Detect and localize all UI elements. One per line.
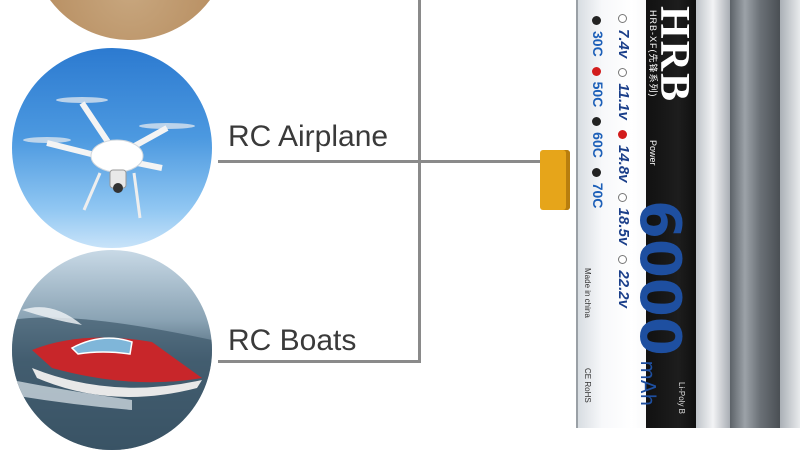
dot-icon	[618, 14, 628, 23]
battery-connector-line	[418, 160, 542, 163]
rc-boats-label: RC Boats	[228, 324, 357, 357]
battery-side-edge	[780, 0, 800, 428]
made-in-text: Made in china	[583, 268, 592, 318]
c-rating-list: 30C 50C 60C 70C	[590, 10, 606, 208]
boat-icon	[12, 307, 212, 450]
dot-icon	[592, 167, 602, 177]
battery-brand-panel: HRB HRB-XF(先锋系列) Power	[646, 0, 700, 428]
capacity-value: 6000	[627, 200, 692, 356]
c-rating: 70C	[590, 182, 606, 209]
dot-icon	[592, 117, 602, 127]
drone-icon	[23, 97, 195, 219]
xt-connector	[540, 150, 570, 210]
c-rating: 30C	[590, 31, 606, 57]
battery-image: 30C 50C 60C 70C Made in china CE RoHS 7.…	[540, 0, 800, 428]
power-text: Power	[648, 140, 658, 166]
battery-side-shadow	[730, 0, 780, 428]
voltage: 11.1v	[615, 83, 632, 120]
rc-car-image	[30, 0, 230, 40]
c-rating: 50C	[590, 81, 606, 108]
boats-connector-line	[218, 360, 420, 363]
selected-dot-icon	[618, 129, 628, 139]
boat-image	[12, 250, 212, 450]
voltage: 7.4v	[615, 29, 632, 59]
dot-icon	[618, 68, 628, 78]
cert-text: CE RoHS	[583, 368, 592, 403]
rc-airplane-label: RC Airplane	[228, 120, 389, 153]
voltage: 14.8v	[615, 144, 632, 183]
chemistry-text: Li-Poly B	[677, 382, 686, 415]
capacity-group: 6000 mAh	[627, 200, 692, 406]
battery-side-shine	[696, 0, 730, 428]
drone-image	[12, 48, 212, 248]
c-rating: 60C	[590, 132, 606, 158]
brand-subtitle: HRB-XF(先锋系列)	[648, 10, 658, 98]
capacity-unit: mAh	[636, 360, 660, 407]
vertical-connector-line	[418, 0, 421, 363]
selected-dot-icon	[592, 66, 602, 76]
dot-icon	[592, 16, 602, 25]
airplane-connector-line	[218, 160, 420, 163]
